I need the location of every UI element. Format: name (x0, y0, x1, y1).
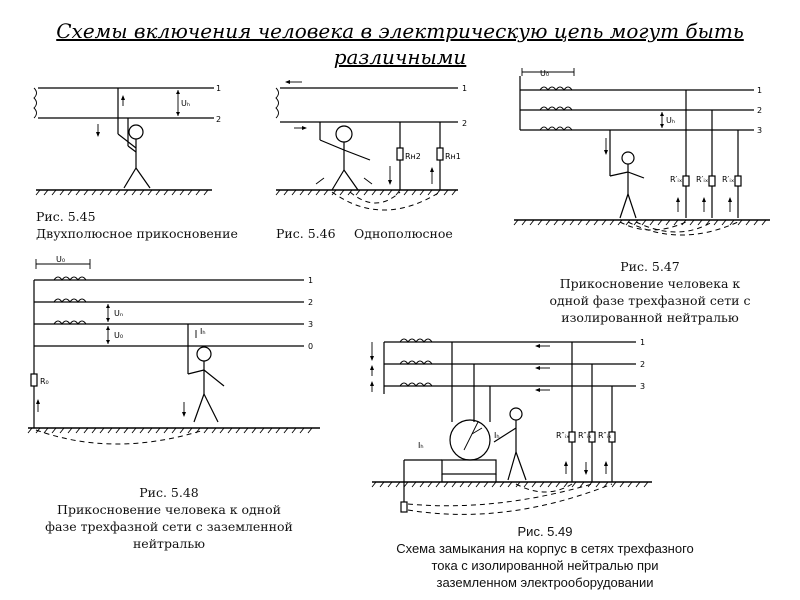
fig47-description-line-3: изолированной нейтралью (561, 310, 739, 325)
fig47-description-line-2: одной фазе трехфазной сети с (549, 293, 751, 308)
svg-text:R″ᵢₓ: R″ᵢₓ (556, 431, 570, 440)
fig47-caption: Рис. 5.47 Прикосновение человека к одной… (536, 258, 764, 326)
fig48-wire-3-label: 3 (308, 320, 313, 329)
fig48-wire-2-label: 2 (308, 298, 313, 307)
svg-text:U₀: U₀ (540, 69, 549, 78)
fig49-wire-2-label: 2 (640, 360, 645, 369)
fig49-wire-3-label: 3 (640, 382, 645, 391)
fig49-description-line-1: Схема замыкания на корпус в сетях трехфа… (396, 541, 694, 556)
fig48-description-line-3: нейтралью (132, 536, 206, 551)
fig-5-49-diagram: 1 2 3 Iₕ Iₕ R″ᵢₓ R″ᵢₓ R″ᵢₓ (370, 338, 652, 515)
svg-text:Uₙ: Uₙ (114, 309, 123, 318)
fig48-wire-1-label: 1 (308, 276, 313, 285)
fig47-wire-2-label: 2 (757, 106, 762, 115)
fig-5-45-diagram: 1 2 Uₕ (33, 84, 221, 196)
svg-text:U₀: U₀ (56, 255, 65, 264)
svg-text:Iₕ: Iₕ (494, 431, 500, 440)
fig48-label: Рис. 5.48 (139, 485, 199, 500)
fig-5-47-diagram: U₀ 1 2 3 Uₕ R′ᵢₓ R′ᵢₓ R′ᵢₓ (513, 68, 770, 236)
svg-text:Iₕ: Iₕ (200, 327, 206, 336)
fig-5-48-diagram: U₀ 1 2 3 0 Uₙ U₀ R₀ Iₕ (27, 255, 320, 445)
page-title: Схемы включения человека в электрическую… (40, 18, 760, 70)
fig47-description-line-1: Прикосновение человека к (559, 276, 741, 291)
fig45-description: Двухполюсное прикосновение (36, 226, 238, 241)
svg-text:Rн1: Rн1 (445, 152, 461, 161)
svg-text:Uₕ: Uₕ (666, 116, 675, 125)
svg-text:Uₕ: Uₕ (181, 99, 190, 108)
fig47-wire-1-label: 1 (757, 86, 762, 95)
title-line-2: различными (333, 45, 467, 69)
svg-text:U₀: U₀ (114, 331, 123, 340)
svg-text:R′ᵢₓ: R′ᵢₓ (722, 175, 735, 184)
svg-text:R″ᵢₓ: R″ᵢₓ (578, 431, 592, 440)
fig48-wire-0-label: 0 (308, 342, 313, 351)
svg-text:R′ᵢₓ: R′ᵢₓ (670, 175, 683, 184)
fig47-label: Рис. 5.47 (620, 259, 680, 274)
fig-5-46-diagram: 1 2 Rн2 Rн1 (275, 80, 467, 211)
fig48-description-line-2: фазе трехфазной сети с заземленной (45, 519, 293, 534)
svg-text:R′ᵢₓ: R′ᵢₓ (696, 175, 709, 184)
fig45-wire-1-label: 1 (216, 84, 221, 93)
fig49-caption: Рис. 5.49 Схема замыкания на корпус в се… (350, 523, 740, 591)
fig49-description-line-3: заземленном электрооборудовании (436, 575, 654, 590)
fig46-label: Рис. 5.46 (276, 226, 336, 241)
fig46-wire-2-label: 2 (462, 119, 467, 128)
fig49-wire-1-label: 1 (640, 338, 645, 347)
fig49-description-line-2: тока с изолированной нейтралью при (431, 558, 659, 573)
fig48-description-line-1: Прикосновение человека к одной (57, 502, 281, 517)
fig47-wire-3-label: 3 (757, 126, 762, 135)
svg-text:R₀: R₀ (40, 377, 49, 386)
svg-text:Rн2: Rн2 (405, 152, 421, 161)
title-line-1: Схемы включения человека в электрическую… (56, 19, 744, 43)
fig48-caption: Рис. 5.48 Прикосновение человека к одной… (24, 484, 314, 552)
fig45-wire-2-label: 2 (216, 115, 221, 124)
fig46-description: Однополюсное (354, 226, 453, 241)
svg-text:R″ᵢₓ: R″ᵢₓ (598, 431, 612, 440)
fig46-wire-1-label: 1 (462, 84, 467, 93)
fig45-label: Рис. 5.45 (36, 209, 96, 224)
svg-text:Iₕ: Iₕ (418, 441, 424, 450)
fig49-label: Рис. 5.49 (517, 524, 573, 539)
